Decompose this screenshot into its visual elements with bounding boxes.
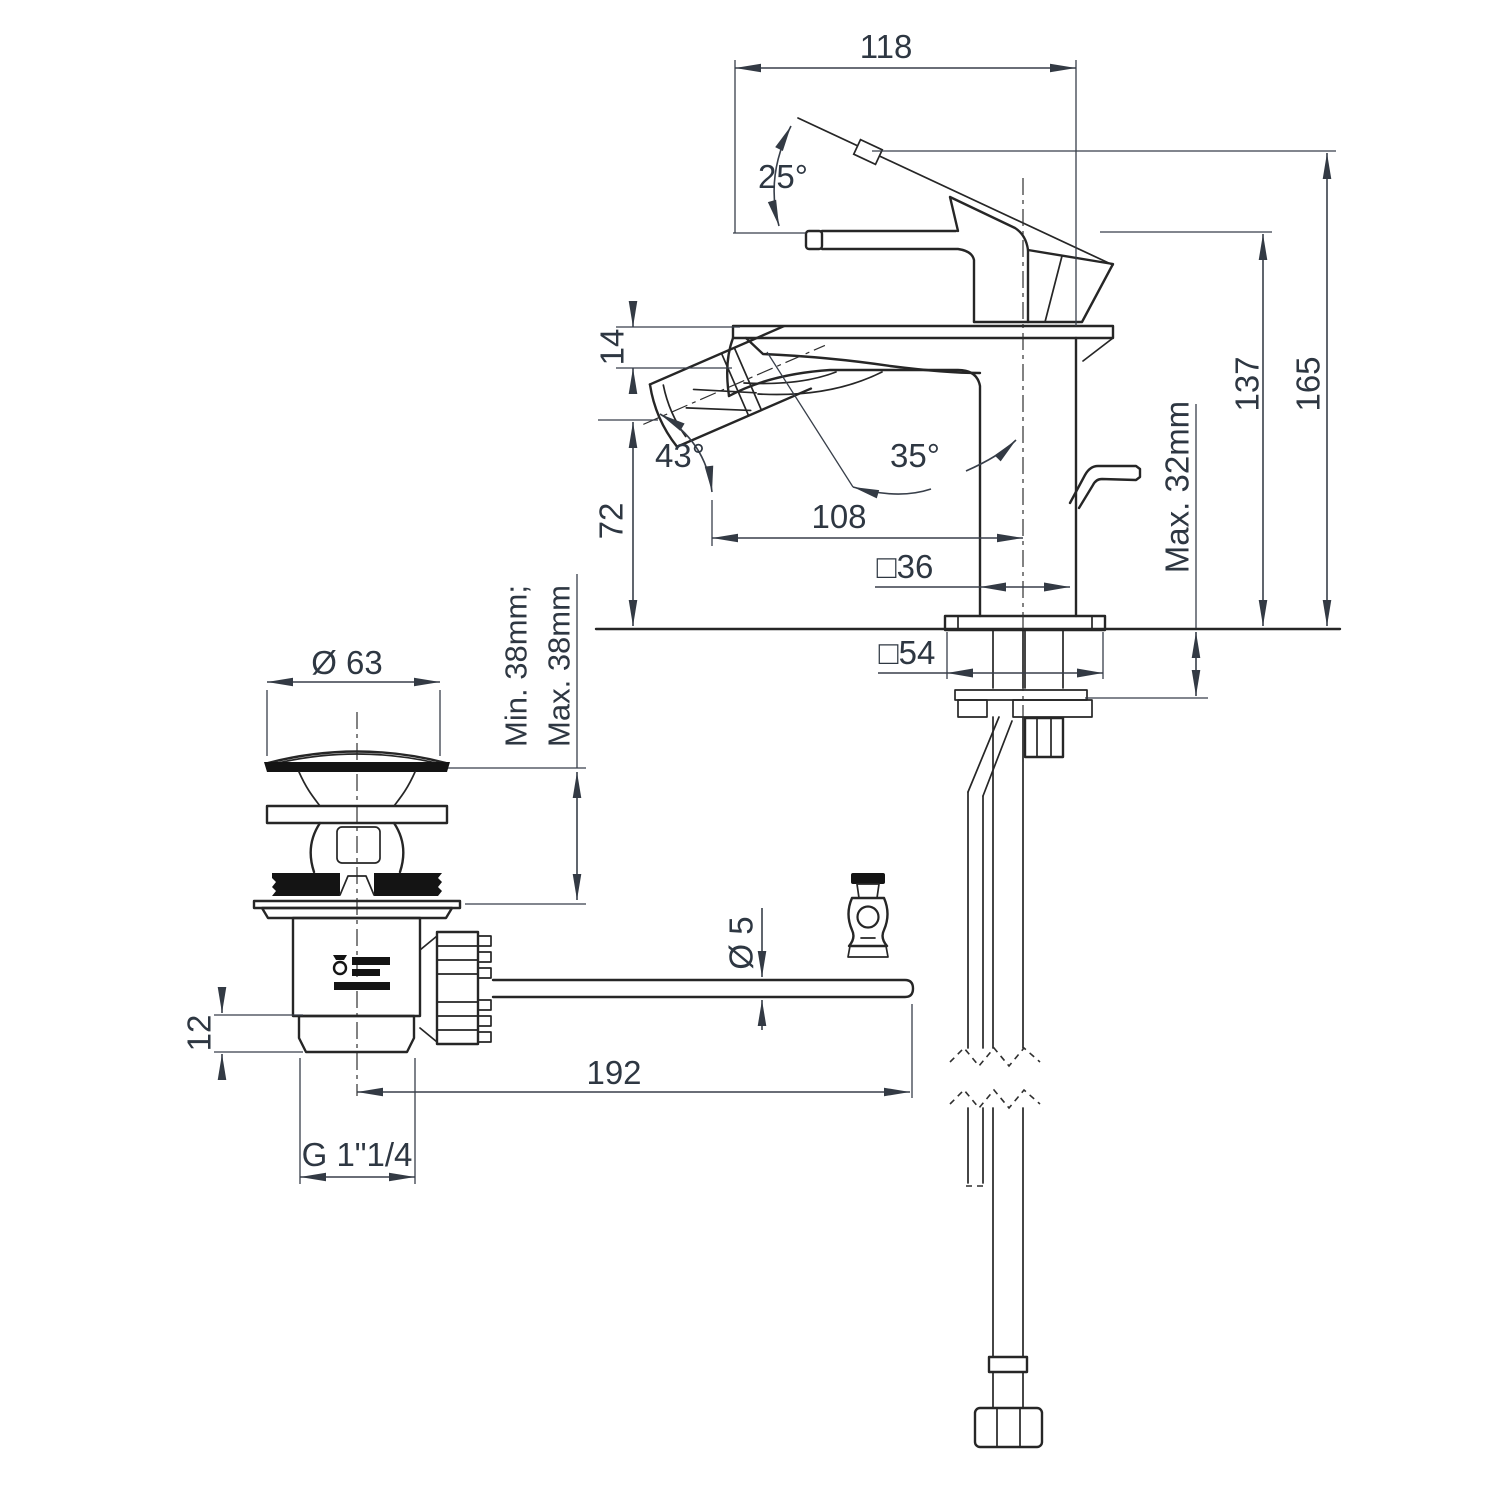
mounting-nut-facets	[1036, 717, 1052, 758]
dim-max-deck-thickness: Max. 32mm	[1159, 401, 1196, 573]
dim-deck-max: Max. 38mm	[542, 585, 577, 747]
aerator	[643, 325, 826, 448]
hose-b-lower	[992, 1107, 1024, 1358]
drain-nut-teeth	[477, 935, 492, 1043]
ext-thread	[299, 1058, 416, 1184]
waste-plug-between-threads	[339, 875, 375, 896]
manufacturer-mark-icon	[332, 955, 390, 990]
waste-cap-dome	[266, 750, 448, 765]
dim-handle-open-angle: 25°	[758, 158, 808, 195]
handle-open-phantom-line	[797, 117, 1114, 266]
dim-spout-height: 72	[593, 503, 630, 540]
popup-rod	[491, 978, 915, 999]
dim-rod-diameter: Ø 5	[723, 916, 760, 969]
step-washer-left	[957, 699, 988, 718]
arrow-36-left	[980, 582, 1006, 592]
drain-outlet-cone	[419, 935, 438, 1043]
threaded-shank	[992, 630, 1064, 689]
dim-base-square-section: □54	[879, 634, 936, 671]
waste-overflow-window	[336, 826, 381, 864]
phantom-square-mark	[852, 138, 884, 166]
ext-118	[734, 60, 1077, 326]
hose-end-nut	[973, 1406, 1044, 1449]
ext-max32	[1085, 404, 1208, 699]
arrow-36-right	[1044, 582, 1070, 592]
dim-aerator-angle: 43°	[655, 437, 705, 474]
handle-lever-tip	[804, 229, 824, 251]
dim-collar-height: 12	[181, 1015, 218, 1052]
ext-54	[946, 632, 1104, 679]
break-symbol-bottom	[949, 1088, 1041, 1110]
waste-cap-inner	[277, 753, 437, 764]
hose-neck	[992, 1371, 1024, 1409]
hoses-upper	[967, 716, 1024, 1049]
handle-cap-inner-line	[1044, 255, 1063, 323]
spout-inner-curve-1	[757, 371, 883, 396]
waste-thread-right	[374, 873, 442, 896]
dim-rod-length: 192	[586, 1054, 641, 1091]
waste-flange	[265, 804, 449, 825]
spout-front-edge	[726, 336, 735, 398]
drain-ribbed-nut	[435, 930, 480, 1046]
mounting-nut	[1023, 716, 1065, 759]
drain-collar	[297, 1014, 416, 1054]
mixer-outline	[594, 117, 1342, 1449]
spout-underside-and-column-left	[727, 368, 982, 618]
waste-lower-flange	[260, 906, 454, 920]
ext-3838	[448, 574, 586, 905]
aerator-axis	[643, 344, 826, 425]
spout-inner-curve-2	[743, 371, 837, 385]
waste-neck	[298, 771, 416, 807]
popup-knob	[1068, 464, 1142, 510]
dim-top-projection: 118	[860, 28, 913, 65]
dimensions: 118 25° 14 72 43° 35° 108 □36	[181, 28, 1336, 1184]
dim-body-square-section: □36	[877, 548, 934, 585]
arrow-54-right	[1077, 668, 1103, 678]
dim-spout-reach: 108	[811, 498, 866, 535]
handle-lever-bottom	[820, 247, 976, 324]
hose-collar	[987, 1355, 1029, 1374]
dim-cap-diameter: Ø 63	[311, 644, 383, 681]
spout-top-sheet	[744, 336, 982, 375]
ext-12	[214, 1014, 303, 1053]
aerator-inner-lines	[685, 388, 757, 412]
dimarc-35-right	[965, 439, 1017, 472]
drain-nut-ribs	[436, 945, 479, 1031]
dim-spray-angle: 35°	[890, 437, 940, 474]
hose-end-nut-facets	[996, 1407, 1021, 1448]
plate-back-slant	[1082, 337, 1114, 362]
spray-axis-line	[766, 351, 854, 488]
rod-clamp-icon	[847, 873, 889, 958]
dim-thread-size: G 1"1/4	[302, 1136, 413, 1173]
break-symbol-top	[949, 1046, 1041, 1068]
waste-cap-rim	[264, 762, 450, 772]
escutcheon-tabs	[957, 615, 1093, 631]
dimarc-25	[767, 125, 792, 227]
handle-cap-back	[972, 248, 1115, 324]
dim-total-height: 165	[1290, 356, 1327, 411]
hose-a-lower	[967, 1107, 984, 1184]
dim-height-to-spout: 137	[1229, 356, 1266, 411]
dimarc-43	[659, 413, 714, 493]
arrow-54-left	[947, 668, 973, 678]
waste-body-sides	[309, 821, 405, 874]
dimarc-35-left	[852, 486, 932, 499]
waste-outline	[252, 712, 915, 1096]
dim-spout-edge-thickness: 14	[594, 329, 631, 366]
ext-d63	[266, 690, 441, 756]
waste-thread-left	[272, 873, 340, 896]
dim-deck-min: Min. 38mm;	[499, 585, 534, 747]
